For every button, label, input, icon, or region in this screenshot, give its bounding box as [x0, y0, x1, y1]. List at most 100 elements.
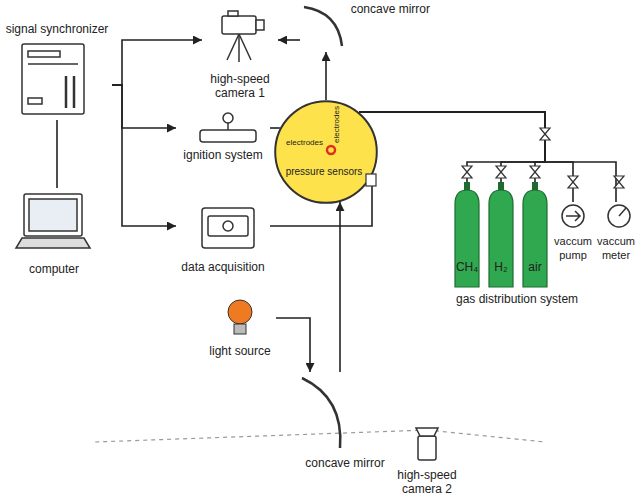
concave-mirror [302, 7, 342, 448]
connector-line [359, 112, 573, 202]
daq-icon [202, 208, 254, 248]
node-label: data acquisition [181, 260, 264, 274]
node-label: CH₄ [456, 260, 478, 274]
node-label: H₂ [494, 260, 507, 274]
synchronizer-icon [73, 76, 76, 108]
connector-line [359, 112, 545, 182]
device-box: vaccum meter [591, 202, 641, 262]
valve-symbol [540, 128, 550, 140]
camera-icon [222, 16, 256, 34]
node-label: concave mirror [305, 456, 384, 470]
annotation-label: pressure sensors [286, 166, 363, 178]
gas-cylinder: air [520, 182, 550, 288]
daq-icon [202, 208, 254, 248]
mirror: concave mirror [300, 2, 432, 52]
node-label: vaccum meter [591, 234, 641, 262]
light-bulb-icon [234, 324, 246, 334]
gauge-icon [619, 208, 626, 216]
node-label: vaccum pump [548, 234, 598, 262]
laptop-icon [16, 194, 90, 248]
node-label: high-speed camera 2 [384, 468, 470, 496]
combustion-chamber-shape [274, 100, 378, 204]
connector-line [359, 112, 545, 182]
node-label: computer [29, 262, 79, 276]
node-label: electrodes [331, 106, 340, 143]
synchronizer-icon [28, 63, 78, 65]
node-label: concave mirror [351, 2, 430, 16]
node-label: high-speed camera 1 [202, 72, 278, 100]
device-box: vaccum pump [548, 202, 598, 262]
light-bulb-icon [228, 300, 252, 334]
pump-icon [562, 205, 584, 227]
valve-symbol [530, 166, 540, 178]
arrow [112, 40, 202, 85]
node-label: ignition system [183, 148, 262, 162]
concave-mirror [302, 378, 340, 448]
gas-cylinder: CH₄ [452, 182, 482, 288]
device-box: signal synchronizer [2, 22, 112, 120]
device-box: high-speed camera 2 [384, 424, 470, 496]
synchronizer-icon [28, 98, 42, 104]
combustion-chamber: electrodes electrodes [274, 100, 378, 204]
light-bulb-icon [228, 300, 252, 324]
daq-icon [223, 221, 233, 231]
view-lines [95, 430, 545, 442]
daq-icon [208, 216, 248, 236]
device-box: data acquisition [176, 204, 270, 274]
camera-icon [416, 428, 438, 460]
valve-symbol [568, 176, 578, 188]
device-box: computer [14, 188, 94, 276]
gauge-icon [608, 205, 630, 227]
cylinder-body [489, 190, 513, 287]
camera-icon [228, 11, 238, 16]
ignition-icon [200, 130, 256, 142]
pump-icon [562, 205, 584, 227]
laptop-icon [24, 194, 82, 236]
camera-icon [238, 34, 240, 62]
valve-symbol [614, 176, 624, 188]
device-box: light source [204, 296, 276, 358]
view-lines [95, 430, 427, 442]
arrow [325, 52, 327, 100]
node-label: air [528, 260, 541, 274]
connector-line [359, 112, 616, 202]
laptop-icon [29, 199, 77, 231]
cylinder-body [455, 190, 479, 287]
node-label: light source [209, 344, 270, 358]
synchronizer-icon [22, 44, 84, 114]
gauge-icon [608, 205, 630, 227]
node-label: electrodes [286, 138, 323, 147]
electrode-gap [327, 146, 335, 154]
camera-icon [416, 428, 438, 436]
arrow [276, 318, 310, 372]
chamber-outline [275, 101, 377, 203]
device-box: ignition system [176, 112, 270, 162]
camera-icon [227, 34, 239, 60]
pressure-sensor [366, 174, 376, 186]
node-label: signal synchronizer [6, 22, 109, 36]
camera-icon [222, 11, 264, 62]
arrow [278, 39, 300, 41]
arrow [112, 85, 176, 226]
annotation-label: gas distribution system [456, 292, 578, 306]
view-lines [427, 430, 545, 442]
camera-icon [239, 34, 251, 60]
ignition-icon [223, 113, 233, 123]
arrow [339, 202, 341, 372]
pump-icon [566, 211, 580, 221]
synchronizer-icon [22, 44, 84, 114]
mirror: concave mirror [296, 372, 394, 470]
synchronizer-icon [28, 51, 60, 57]
concave-mirror [304, 7, 342, 46]
valve-symbol [496, 166, 506, 178]
connector-line [359, 112, 545, 182]
device-box: high-speed camera 1 [202, 12, 278, 100]
synchronizer-icon [65, 76, 68, 108]
gas-cylinder: H₂ [486, 182, 516, 288]
valve-symbol [462, 166, 472, 178]
connector-line [56, 120, 58, 188]
valve-symbol [462, 128, 624, 188]
cylinder-body [523, 190, 547, 287]
connector-line [270, 127, 280, 129]
